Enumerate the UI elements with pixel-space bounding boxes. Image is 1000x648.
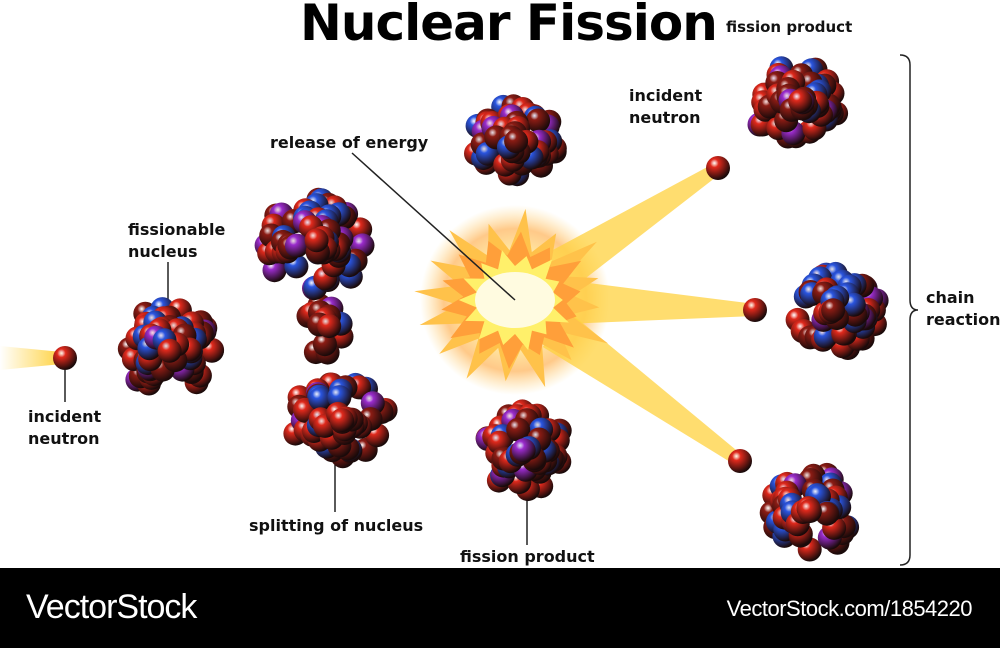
label-chain-reaction: chain reaction [926, 287, 1000, 331]
label-line: nucleus [128, 242, 198, 261]
nucleon [312, 332, 337, 357]
nucleon [821, 298, 846, 323]
footer-bar: VectorStock VectorStock.com/1854220 [0, 568, 1000, 648]
nucleon [511, 438, 536, 463]
chain-product-3 [759, 462, 860, 562]
leader-line [351, 152, 516, 301]
fission-product-bottom [475, 399, 572, 502]
emitted-neutron [743, 298, 767, 322]
emitted-neutron [706, 156, 730, 180]
incident-beam [0, 346, 62, 370]
splitting-nucleus-bottom [283, 372, 398, 469]
chain-reaction-bracket [899, 54, 919, 566]
label-line: incident [629, 86, 703, 105]
nucleon [304, 228, 329, 253]
fissionable-nucleus [117, 297, 225, 396]
label-fissionable-nucleus: fissionable nucleus [128, 219, 225, 263]
brand-url: VectorStock.com/1854220 [726, 596, 973, 621]
energy-beam [544, 162, 722, 292]
label-line: fissionable [128, 220, 226, 239]
emitted-neutron [728, 449, 752, 473]
label-incident-neutron-right: incident neutron [629, 85, 702, 129]
label-fission-product-bottom: fission product [460, 547, 595, 566]
fission-product-top [464, 94, 567, 187]
nucleon [526, 108, 551, 133]
label-incident-neutron-left: incident neutron [28, 406, 101, 450]
brand-logo: VectorStock [26, 588, 197, 626]
energy-beam [542, 311, 744, 466]
incident-neutron [53, 346, 77, 370]
label-line: neutron [629, 108, 701, 127]
nucleon [317, 314, 342, 339]
splitting-nucleus-neck [296, 293, 354, 365]
label-line: incident [28, 407, 102, 426]
nucleon [504, 129, 529, 154]
nucleon [788, 89, 813, 114]
chain-product-1 [747, 56, 849, 149]
nucleon [284, 233, 309, 258]
nucleon [157, 338, 182, 363]
label-line: chain [926, 288, 975, 307]
diagram-title: Nuclear Fission [300, 0, 718, 52]
label-line: reaction [926, 310, 1000, 329]
nucleon [506, 417, 531, 442]
label-splitting-of-nucleus: splitting of nucleus [249, 516, 424, 535]
nucleon [797, 499, 822, 524]
energy-beam [564, 280, 756, 325]
splitting-nucleus-top [254, 187, 375, 301]
label-release-of-energy: release of energy [270, 133, 429, 152]
label-fission-product-top: fission product [726, 18, 853, 36]
nucleon [308, 387, 333, 411]
chain-product-2 [785, 261, 889, 360]
nucleon [329, 408, 354, 433]
label-line: neutron [28, 429, 100, 448]
